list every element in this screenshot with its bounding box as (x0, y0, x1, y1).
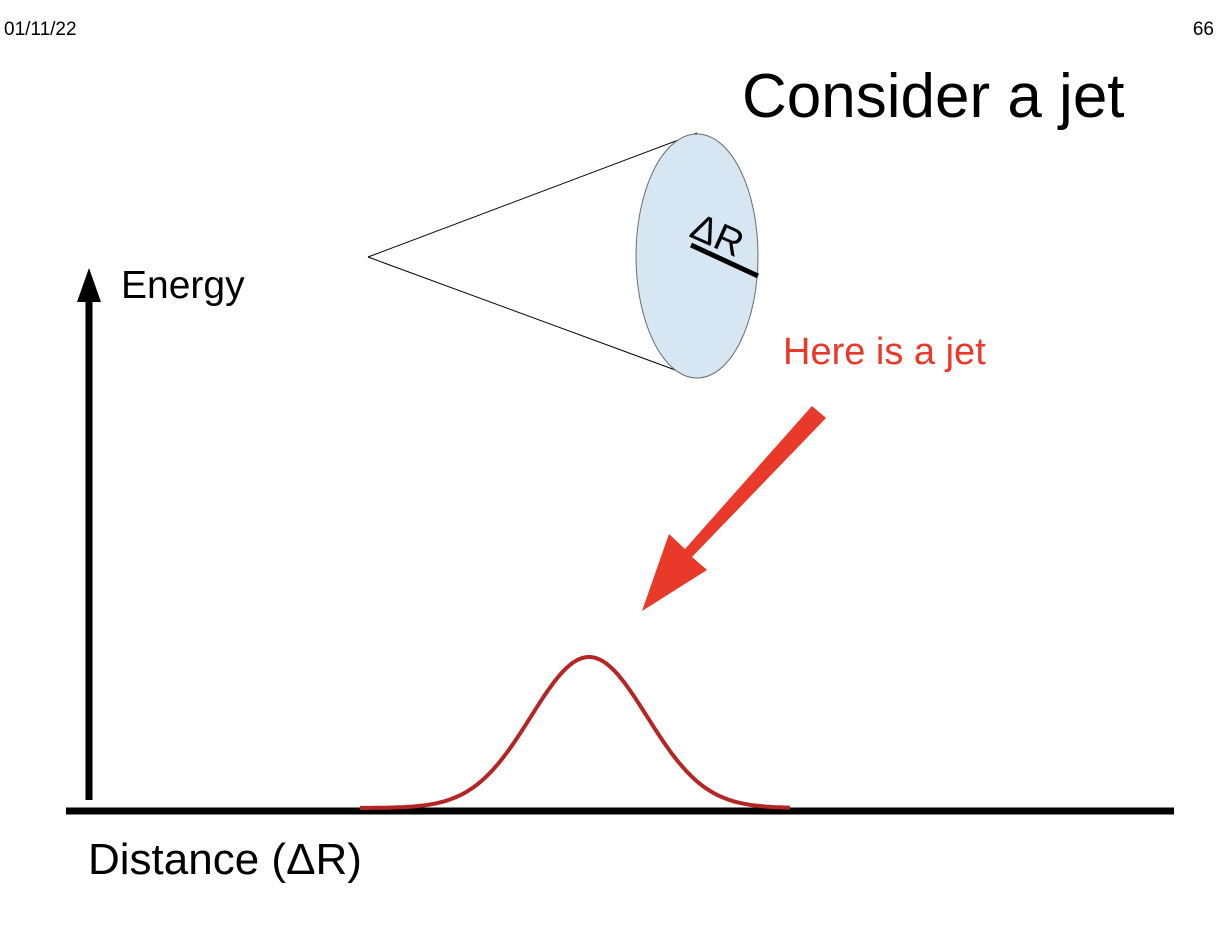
callout-arrow (642, 406, 826, 611)
cone-upper-edge (367, 132, 698, 258)
cone-radius-line (689, 242, 760, 279)
cone-lower-edge (367, 256, 698, 379)
cone-opening-ellipse (635, 133, 759, 379)
slide-date: 01/11/22 (4, 19, 77, 40)
slide-page-number: 66 (1192, 19, 1214, 40)
plot-axes (66, 268, 1174, 815)
jet-cone: ΔR (367, 132, 760, 379)
x-axis-label: Distance (ΔR) (88, 835, 362, 884)
y-axis-arrowhead (77, 268, 101, 302)
slide-title: Consider a jet (742, 62, 1125, 131)
jet-energy-curve (360, 655, 790, 810)
callout-text: Here is a jet (783, 331, 986, 373)
y-axis-label: Energy (121, 264, 245, 307)
